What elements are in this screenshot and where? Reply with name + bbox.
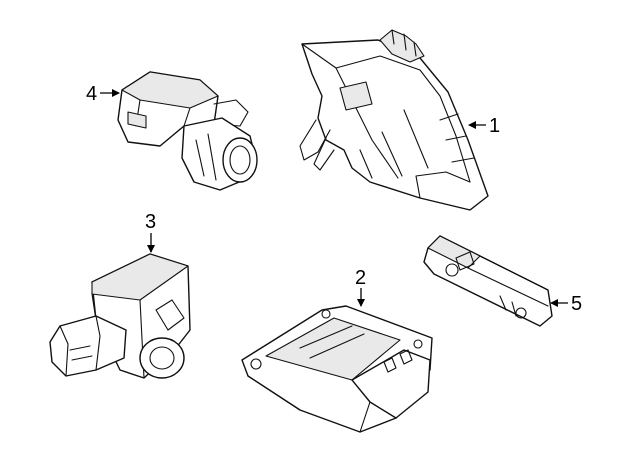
part-4-illustration bbox=[117, 71, 258, 191]
callout-3-label: 3 bbox=[145, 211, 156, 233]
callout-1-label: 1 bbox=[489, 115, 500, 137]
callout-2-label: 2 bbox=[355, 267, 366, 289]
part-2-illustration bbox=[241, 305, 433, 433]
callout-5-label: 5 bbox=[571, 293, 582, 315]
part-5-illustration bbox=[423, 235, 553, 327]
part-1-illustration bbox=[299, 29, 489, 211]
callout-4-label: 4 bbox=[86, 83, 97, 105]
part-3-illustration bbox=[49, 253, 191, 379]
